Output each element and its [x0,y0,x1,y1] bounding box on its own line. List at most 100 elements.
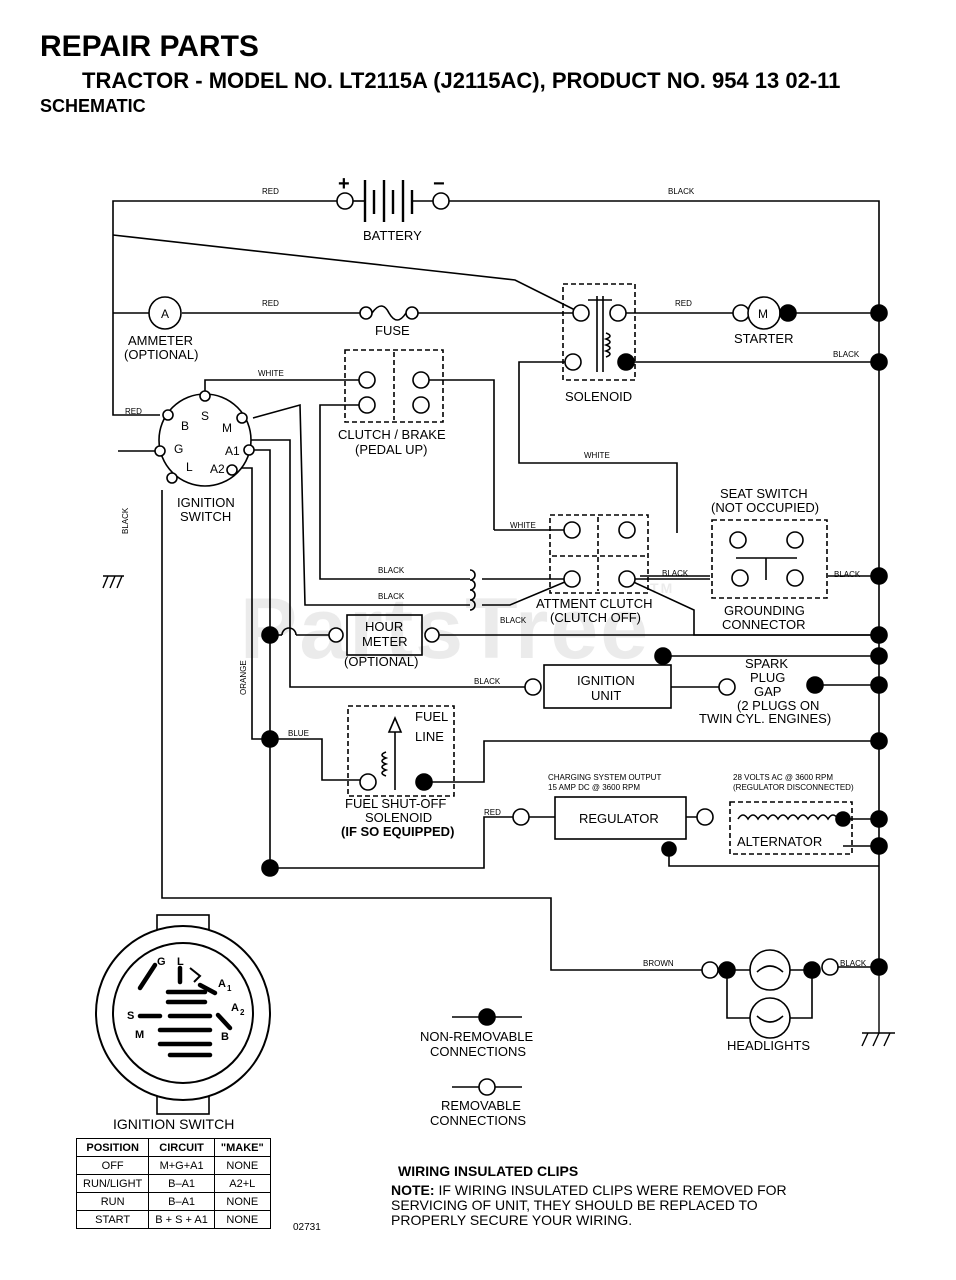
ign-label-a1: A1 [225,444,240,458]
legend-removable-2: CONNECTIONS [430,1113,526,1128]
legend-nonremovable-1: NON-REMOVABLE [420,1029,533,1044]
ground-bus-dots [261,304,888,976]
starter-letter: M [758,307,768,321]
regulator-box [554,796,687,840]
attment-terminal-tr [618,521,636,539]
note-label: NOTE: [391,1182,435,1198]
wire-label-red-4: RED [125,407,142,416]
ignition-unit-label-2: UNIT [591,688,621,703]
headlights-label: HEADLIGHTS [727,1038,810,1053]
table-cell: B–A1 [148,1174,215,1193]
table-cell: M+G+A1 [148,1156,215,1175]
legend-nonremovable-2: CONNECTIONS [430,1044,526,1059]
ammeter [148,296,182,330]
table-cell: NONE [213,1210,271,1229]
clutch-brake-frame [344,349,444,423]
table-cell: RUN [75,1192,150,1211]
table-cell: RUN/LIGHT [75,1174,150,1193]
fuel-coil [381,751,389,777]
wire-label-black-3: BLACK [378,566,405,575]
ignition-unit-box [543,664,672,709]
wire-label-red-1: RED [262,187,279,196]
fuse-element [371,305,407,321]
wire-label-black-8: BLACK [474,677,501,686]
battery [336,180,450,222]
ign-diag-a2-sub: 2 [240,1008,245,1017]
wire-fuel-right [424,740,879,783]
wire-label-white-1: WHITE [258,369,284,378]
ign-label-g: G [174,442,183,456]
ign-label-m: M [222,421,232,435]
ign-term-g [154,445,166,457]
ign-diag-b: B [221,1031,229,1043]
fuse-terminal-right [405,306,419,320]
ign-diag-labels: G L A 1 A 2 S M B [127,956,245,1043]
battery-plus: + [338,173,350,195]
ammeter-optional: (OPTIONAL) [124,347,198,362]
solenoid-terminal-bl [564,353,582,371]
bus-dot [870,304,888,322]
hour-terminal-right [424,627,440,643]
seat-switch-frame [711,519,828,599]
legend-removable-1: REMOVABLE [441,1098,521,1113]
battery-pos-terminal [336,192,354,210]
ign-diag-s: S [127,1010,134,1022]
fuel-solenoid [347,705,455,797]
spark-label-4: (2 PLUGS ON [737,698,819,713]
clutch-brake-label: CLUTCH / BRAKE [338,427,446,442]
ign-term-a2 [226,464,238,476]
wire-label-black-9: BLACK [840,959,867,968]
fuel-arrow [387,715,403,733]
bus-dot [870,567,888,585]
alternator-coil [737,814,839,821]
wiring-note: WIRING INSULATED CLIPS [398,1163,578,1179]
alternator-label: ALTERNATOR [737,834,822,849]
reg-terminal-in [512,808,530,826]
wire-label-black-6: BLACK [662,569,689,578]
wire-reg-red [270,816,521,869]
ign-diag-a2: A [231,1002,239,1014]
labels: + − BATTERY RED BLACK RED RED BLACK WHIT… [113,173,867,1233]
wire-label-black-4: BLACK [378,592,405,601]
wire-label-red-2: RED [262,299,279,308]
table-cell: B–A1 [148,1192,215,1211]
attment-terminal-br [618,570,636,588]
attment-terminal-tl [563,521,581,539]
bus-dot [870,732,888,750]
gnd-l-3 [116,575,123,589]
table-cell: NONE [213,1156,271,1175]
attment-label-2: (CLUTCH OFF) [550,610,641,625]
wire-label-red-5: RED [484,808,501,817]
clutch-terminal-bl [358,396,376,414]
wire-a1-orange [251,449,271,868]
wire-m-black-1 [252,403,470,606]
hour-meter-label-2: METER [362,634,408,649]
page-subtitle: TRACTOR - MODEL NO. LT2115A (J2115AC), P… [82,68,841,93]
hour-terminal-left [328,627,344,643]
wire-label-white-2: WHITE [584,451,610,460]
wires [112,200,880,971]
ground-symbol-right [861,967,895,1047]
fuse-label: FUSE [375,323,410,338]
hour-meter-label-3: (OPTIONAL) [344,654,418,669]
spark-terminal-1 [718,678,736,696]
fuse [359,305,419,321]
headlight-branch-left [726,970,751,1019]
solenoid [562,283,636,381]
fuel-line-label-2: LINE [415,729,444,744]
table-row: START B + S + A1 NONE [75,1210,271,1229]
ground-symbol-left [102,575,124,589]
note-text-1: IF WIRING INSULATED CLIPS WERE REMOVED F… [434,1182,787,1198]
node-dot [261,730,279,748]
watermark-text: PartsTree [240,581,651,677]
starter-terminal [732,304,750,322]
alternator-frame [729,801,853,855]
contact-g [137,962,158,991]
charging-label-1: CHARGING SYSTEM OUTPUT [548,773,661,782]
hour-meter [328,614,440,656]
reg-ground-dot [661,841,677,857]
spark-terminal-2 [806,676,824,694]
bus-dot [870,647,888,665]
contact-a2 [215,1012,233,1031]
